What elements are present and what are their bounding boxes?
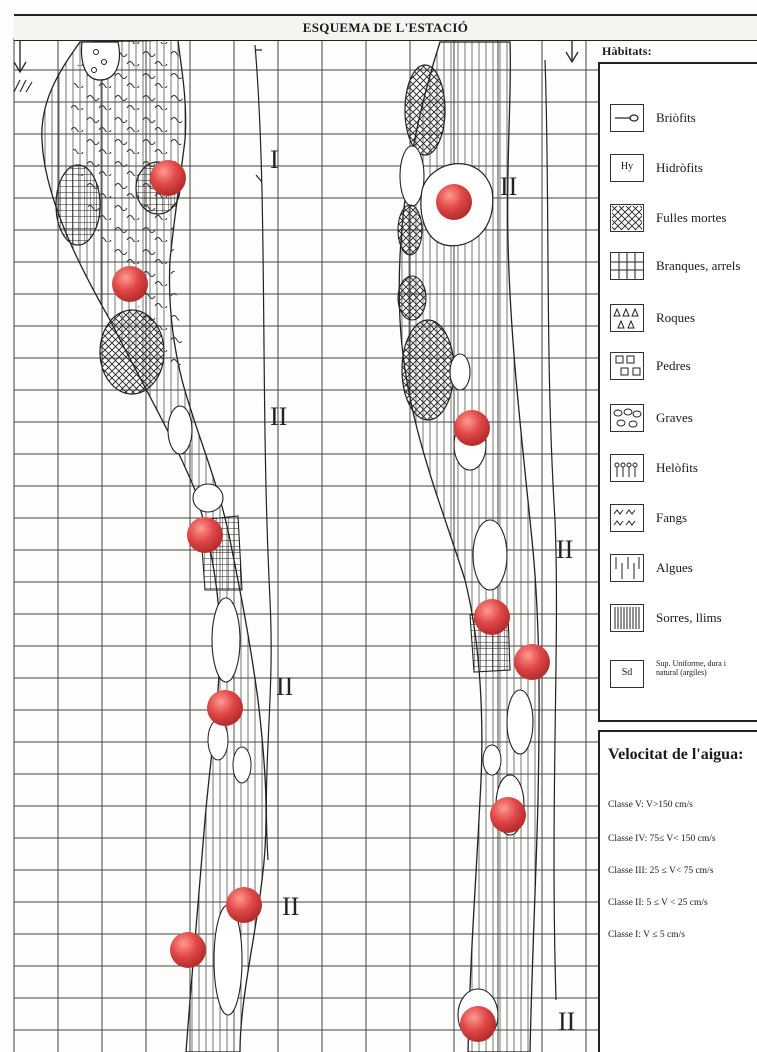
sampling-point[interactable]: [474, 599, 510, 635]
sampling-point[interactable]: [150, 160, 186, 196]
legend-label: Pedres: [656, 358, 691, 374]
sand-silt-icon: [610, 604, 644, 632]
velocity-mark-right-3: II: [558, 1007, 575, 1036]
sampling-point[interactable]: [490, 797, 526, 833]
vegetation-mark: [14, 80, 32, 92]
page-title: ESQUEMA DE L'ESTACIÓ: [14, 20, 757, 36]
sampling-point[interactable]: [187, 517, 223, 553]
habitats-header: Hàbitats:: [602, 44, 652, 59]
legend-item-dead-leaves: Fulles mortes: [610, 204, 757, 240]
velocity-mark-left-1: I: [270, 145, 279, 174]
rocks-icon: [610, 304, 644, 332]
uniform-surface-icon: Sd: [610, 660, 644, 688]
legend-item-rocks: Roques: [610, 304, 757, 340]
sampling-point[interactable]: [514, 644, 550, 680]
velocity-mark-right-1: II: [500, 172, 517, 201]
legend-label: Roques: [656, 310, 695, 326]
velocity-class: Classe V: V>150 cm/s: [608, 800, 693, 810]
velocity-class: Classe I: V ≤ 5 cm/s: [608, 930, 685, 940]
branches-roots-icon: [610, 252, 644, 280]
velocity-mark-left-4: II: [282, 892, 299, 921]
velocity-class: Classe II: 5 ≤ V < 25 cm/s: [608, 898, 708, 908]
velocity-mark-left-2: II: [270, 402, 287, 431]
legend-label: Graves: [656, 410, 693, 426]
legend-item-mud: Fangs: [610, 504, 757, 540]
velocity-class: Classe III: 25 ≤ V< 75 cm/s: [608, 866, 713, 876]
sampling-point[interactable]: [226, 887, 262, 923]
flow-arrow-left: [14, 40, 26, 72]
mud-icon: [610, 504, 644, 532]
stones-icon: [610, 352, 644, 380]
legend-label: Briòfits: [656, 110, 696, 126]
legend-item-uniform-surface: Sd Sup. Uniforme, dura i natural (argile…: [610, 660, 757, 696]
sampling-point[interactable]: [207, 690, 243, 726]
habitats-legend: Briòfits Hy Hidròfits Fulles mortes Bran…: [598, 62, 757, 722]
legend-item-hydrophytes: Hy Hidròfits: [610, 154, 757, 190]
legend-label: Hidròfits: [656, 160, 703, 176]
legend-item-algae: Algues: [610, 554, 757, 590]
hydrophyte-icon: Hy: [610, 154, 644, 182]
station-map: I II II II II II II: [0, 0, 600, 1052]
symbol-text: Hy: [611, 161, 643, 172]
legend-label: Algues: [656, 560, 693, 576]
velocity-class: Classe IV: 75≤ V< 150 cm/s: [608, 834, 716, 844]
flow-arrow-right: [566, 38, 578, 62]
legend-item-branches-roots: Branques, arrels: [610, 252, 757, 288]
sampling-point[interactable]: [112, 266, 148, 302]
legend-item-sand-silt: Sorres, llims: [610, 604, 757, 640]
sampling-point[interactable]: [436, 184, 472, 220]
legend-label: Fulles mortes: [656, 210, 726, 226]
legend-label: Helòfits: [656, 460, 698, 476]
water-velocity-panel: Velocitat de l'aigua: Classe V: V>150 cm…: [598, 730, 757, 1052]
legend-item-bryophytes: Briòfits: [610, 104, 757, 140]
legend-label: Fangs: [656, 510, 687, 526]
sampling-point[interactable]: [454, 410, 490, 446]
gravel-icon: [610, 404, 644, 432]
legend-item-helophytes: Helòfits: [610, 454, 757, 490]
legend-label: Sup. Uniforme, dura i natural (argiles): [656, 659, 726, 677]
bryophyte-icon: [610, 104, 644, 132]
velocity-title: Velocitat de l'aigua:: [608, 746, 743, 764]
algae-icon: [610, 554, 644, 582]
helophyte-icon: [610, 454, 644, 482]
sampling-point[interactable]: [170, 932, 206, 968]
velocity-mark-left-3: II: [276, 672, 293, 701]
legend-item-stones: Pedres: [610, 352, 757, 388]
right-stream: [398, 38, 578, 1052]
symbol-text: Sd: [611, 667, 643, 678]
legend-item-gravel: Graves: [610, 404, 757, 440]
legend-label: Sorres, llims: [656, 610, 722, 626]
title-bar: ESQUEMA DE L'ESTACIÓ: [14, 14, 757, 41]
velocity-mark-right-2: II: [556, 535, 573, 564]
sampling-point[interactable]: [460, 1006, 496, 1042]
dead-leaves-icon: [610, 204, 644, 232]
legend-label: Branques, arrels: [656, 258, 740, 274]
